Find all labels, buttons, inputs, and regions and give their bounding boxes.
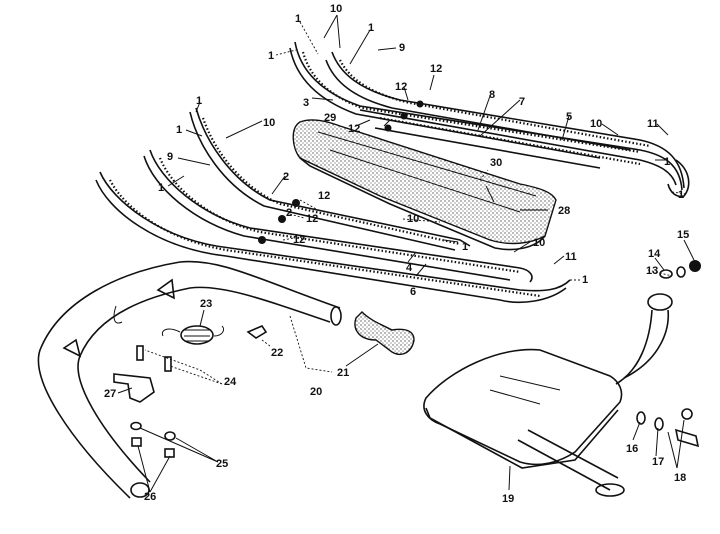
bracket (113, 373, 155, 403)
callout-5: 5 (566, 111, 572, 123)
spring (161, 325, 225, 345)
callout-10: 10 (590, 118, 602, 130)
callout-7: 7 (519, 96, 525, 108)
callout-11: 11 (565, 251, 577, 263)
callout-1: 1 (368, 22, 374, 34)
callout-1: 1 (664, 156, 670, 168)
callout-1: 1 (295, 13, 301, 25)
callout-10: 10 (330, 3, 342, 15)
bolts (136, 345, 172, 372)
rail-5 (325, 51, 685, 189)
callout-28: 28 (558, 205, 570, 217)
callout-1: 1 (582, 274, 588, 286)
fasteners-right (636, 260, 701, 448)
callout-20: 20 (310, 386, 322, 398)
callout-30: 30 (490, 157, 502, 169)
callout-27: 27 (104, 388, 116, 400)
callout-15: 15 (677, 229, 689, 241)
rail-2 (189, 107, 471, 251)
callout-10: 10 (263, 117, 275, 129)
callout-8: 8 (489, 89, 495, 101)
heat-shield (354, 311, 415, 356)
callout-12: 12 (348, 123, 360, 135)
rail-3 (289, 41, 683, 191)
callout-1: 1 (268, 50, 274, 62)
callout-12: 12 (395, 81, 407, 93)
callout-18: 18 (674, 472, 686, 484)
callout-11: 11 (647, 118, 659, 130)
callout-10: 10 (407, 213, 419, 225)
callout-12: 12 (306, 213, 318, 225)
callout-10: 10 (533, 237, 545, 249)
callout-6: 6 (410, 286, 416, 298)
callout-12: 12 (293, 234, 305, 246)
callout-1: 1 (196, 95, 202, 107)
callout-2: 2 (283, 171, 289, 183)
callout-1: 1 (462, 241, 468, 253)
callout-25: 25 (216, 458, 228, 470)
rail-7-8 (359, 109, 677, 186)
nut-12 (258, 236, 266, 244)
callout-26: 26 (144, 491, 156, 503)
washers-nuts (130, 421, 176, 458)
callout-1: 1 (176, 124, 182, 136)
callout-16: 16 (626, 443, 638, 455)
callout-4: 4 (406, 262, 413, 274)
callout-9: 9 (399, 42, 405, 54)
nut-12 (384, 124, 392, 132)
bumper-bar (37, 260, 342, 499)
callout-12: 12 (430, 63, 442, 75)
callout-22: 22 (271, 347, 283, 359)
callout-19: 19 (502, 493, 514, 505)
nut-12 (416, 100, 424, 108)
callout-2: 2 (286, 207, 292, 219)
nut-12 (292, 199, 300, 207)
callout-21: 21 (337, 367, 349, 379)
callout-3: 3 (303, 97, 309, 109)
callout-13: 13 (646, 265, 658, 277)
rail-4 (143, 149, 533, 283)
callout-14: 14 (648, 248, 661, 260)
callout-1: 1 (678, 189, 684, 201)
nut-12 (278, 215, 286, 223)
nut-12 (400, 112, 408, 120)
rail-end-right (667, 159, 690, 198)
callout-23: 23 (200, 298, 212, 310)
leader-lines (117, 14, 695, 493)
callout-labels: 1 1 1 1 1 1 1 1 1 1 2 2 3 4 5 6 7 8 9 9 … (104, 3, 689, 505)
clip (246, 325, 268, 339)
rail-6 (95, 171, 571, 304)
callout-24: 24 (224, 376, 237, 388)
callout-1: 1 (158, 182, 164, 194)
tray (292, 119, 557, 251)
muffler (423, 293, 673, 497)
callout-29: 29 (324, 112, 336, 124)
callout-9: 9 (167, 151, 173, 163)
callout-17: 17 (652, 456, 664, 468)
callout-12: 12 (318, 190, 330, 202)
